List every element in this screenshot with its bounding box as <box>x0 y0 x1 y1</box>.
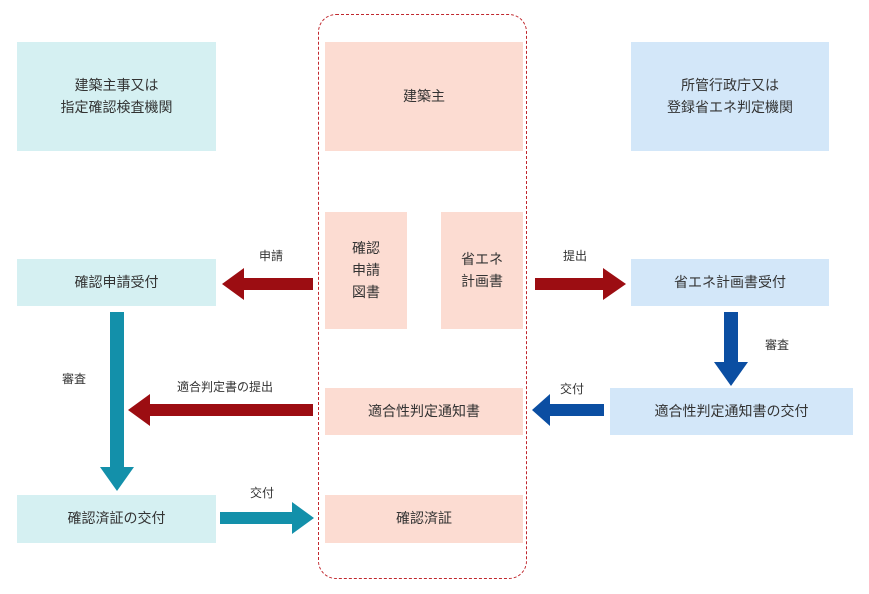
review-left-arrow <box>100 312 134 491</box>
deliver-left-arrow <box>220 502 314 534</box>
energy-authority-header: 所管行政庁又は 登録省エネ判定機関 <box>631 42 829 151</box>
building-owner-group-outline <box>318 14 527 579</box>
application-documents-box: 確認 申請 図書 <box>325 212 407 329</box>
submit-arrow <box>535 268 626 300</box>
notice-issue-box: 適合性判定通知書の交付 <box>610 388 853 435</box>
application-arrow <box>222 268 313 300</box>
review-left-label: 審査 <box>62 372 87 386</box>
review-right-arrow <box>714 312 748 386</box>
notice-submit-arrow <box>128 394 313 426</box>
application-receipt-box: 確認申請受付 <box>17 259 216 306</box>
energy-plan-receipt-box: 省エネ計画書受付 <box>631 259 829 306</box>
energy-plan-box: 省エネ 計画書 <box>441 212 523 329</box>
application-label: 申請 <box>259 249 284 263</box>
deliver-right-arrow <box>532 394 604 426</box>
notice-submit-label: 適合判定書の提出 <box>177 380 274 394</box>
inspection-agency-header: 建築主事又は 指定確認検査機関 <box>17 42 216 151</box>
deliver-right-label: 交付 <box>560 382 585 396</box>
deliver-left-label: 交付 <box>250 486 275 500</box>
certificate-issue-box: 確認済証の交付 <box>17 495 216 543</box>
building-owner-header: 建築主 <box>325 42 523 151</box>
submit-label: 提出 <box>563 249 588 263</box>
conformity-notice-box: 適合性判定通知書 <box>325 388 523 435</box>
review-right-label: 審査 <box>765 338 790 352</box>
certificate-box: 確認済証 <box>325 495 523 543</box>
